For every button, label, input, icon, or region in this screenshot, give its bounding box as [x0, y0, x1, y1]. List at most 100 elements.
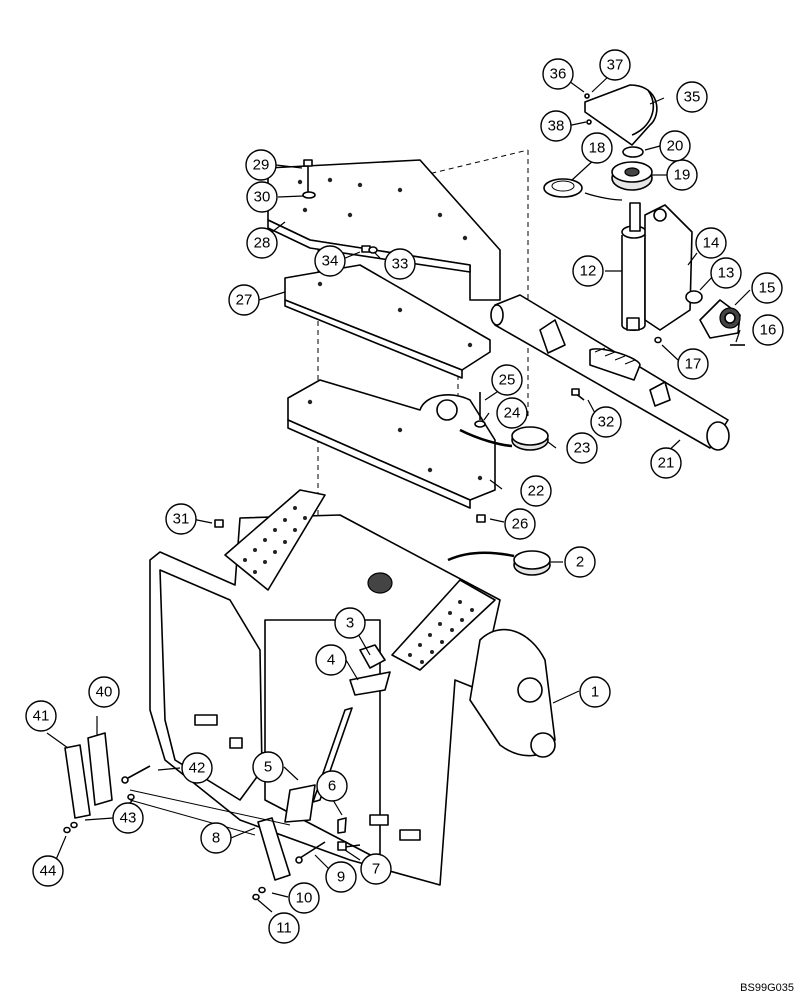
svg-text:33: 33 — [392, 256, 409, 273]
callout-9: 9 — [325, 861, 357, 893]
callout-27: 27 — [228, 284, 260, 316]
svg-text:22: 22 — [528, 483, 545, 500]
callout-24: 24 — [496, 397, 528, 429]
callout-3: 3 — [334, 607, 366, 639]
callout-36: 36 — [542, 58, 574, 90]
small-hardware — [63, 765, 326, 901]
callout-42: 42 — [181, 752, 213, 784]
svg-text:40: 40 — [96, 684, 113, 701]
svg-text:23: 23 — [574, 440, 591, 457]
svg-text:3: 3 — [346, 615, 354, 632]
svg-text:29: 29 — [253, 157, 270, 174]
gear-parts — [543, 146, 653, 201]
step-plates — [224, 489, 496, 671]
callout-35: 35 — [676, 81, 708, 113]
callout-40: 40 — [88, 676, 120, 708]
svg-text:32: 32 — [598, 414, 615, 431]
svg-text:24: 24 — [504, 405, 521, 422]
callout-28: 28 — [246, 227, 278, 259]
svg-text:41: 41 — [33, 708, 50, 725]
callout-7: 7 — [360, 853, 392, 885]
callout-30: 30 — [246, 181, 278, 213]
svg-text:37: 37 — [607, 57, 624, 74]
callout-19: 19 — [666, 159, 698, 191]
callout-4: 4 — [315, 644, 347, 676]
callout-16: 16 — [752, 314, 784, 346]
cover-35 — [584, 84, 658, 146]
svg-text:18: 18 — [589, 140, 606, 157]
svg-text:27: 27 — [236, 292, 253, 309]
callout-23: 23 — [566, 432, 598, 464]
fasteners — [214, 93, 745, 528]
callout-25: 25 — [491, 364, 523, 396]
callout-2: 2 — [564, 546, 596, 578]
svg-text:26: 26 — [512, 516, 529, 533]
callout-44: 44 — [32, 855, 64, 887]
callout-14: 14 — [695, 227, 727, 259]
callout-37: 37 — [599, 49, 631, 81]
housing-12 — [621, 202, 693, 332]
svg-text:17: 17 — [685, 356, 702, 373]
seals — [447, 426, 551, 576]
svg-text:44: 44 — [40, 863, 57, 880]
svg-text:6: 6 — [328, 778, 336, 795]
side-plates — [64, 732, 291, 881]
svg-text:20: 20 — [667, 138, 684, 155]
svg-text:14: 14 — [703, 235, 720, 252]
callout-8: 8 — [200, 822, 232, 854]
cylinder-21 — [490, 294, 730, 451]
callout-15: 15 — [751, 272, 783, 304]
svg-text:36: 36 — [550, 66, 567, 83]
callout-22: 22 — [520, 475, 552, 507]
callout-11: 11 — [268, 912, 300, 944]
callout-5: 5 — [252, 751, 284, 783]
callout-12: 12 — [572, 255, 604, 287]
svg-text:4: 4 — [327, 652, 335, 669]
svg-text:10: 10 — [296, 890, 313, 907]
drawing-id-label: BS99G035 — [740, 982, 794, 994]
svg-text:38: 38 — [548, 118, 565, 135]
svg-text:15: 15 — [759, 280, 776, 297]
callout-6: 6 — [316, 770, 348, 802]
svg-text:43: 43 — [120, 810, 137, 827]
callout-17: 17 — [677, 348, 709, 380]
svg-text:21: 21 — [658, 455, 675, 472]
svg-text:8: 8 — [212, 830, 220, 847]
svg-text:11: 11 — [276, 920, 292, 937]
svg-text:35: 35 — [684, 89, 701, 106]
svg-text:25: 25 — [499, 372, 516, 389]
callout-1: 1 — [579, 676, 611, 708]
svg-text:9: 9 — [337, 869, 345, 886]
callout-34: 34 — [314, 245, 346, 277]
callout-43: 43 — [112, 802, 144, 834]
svg-text:16: 16 — [760, 322, 777, 339]
svg-text:42: 42 — [189, 760, 206, 777]
plate-22 — [287, 379, 496, 509]
callout-29: 29 — [245, 149, 277, 181]
svg-text:28: 28 — [254, 235, 271, 252]
callout-21: 21 — [650, 447, 682, 479]
callout-26: 26 — [504, 508, 536, 540]
callout-20: 20 — [659, 130, 691, 162]
motor-parts — [685, 290, 741, 339]
callout-31: 31 — [165, 503, 197, 535]
svg-text:31: 31 — [173, 511, 190, 528]
svg-text:1: 1 — [591, 684, 599, 701]
svg-text:5: 5 — [264, 759, 272, 776]
svg-text:13: 13 — [718, 265, 735, 282]
plate-27 — [284, 264, 491, 379]
callout-10: 10 — [288, 882, 320, 914]
callout-13: 13 — [710, 257, 742, 289]
callout-32: 32 — [590, 406, 622, 438]
svg-text:34: 34 — [322, 253, 339, 270]
plate-28 — [267, 159, 501, 301]
svg-text:19: 19 — [674, 167, 691, 184]
svg-text:30: 30 — [254, 189, 271, 206]
callout-38: 38 — [540, 110, 572, 142]
svg-text:2: 2 — [576, 554, 584, 571]
svg-text:12: 12 — [580, 263, 597, 280]
callout-33: 33 — [384, 248, 416, 280]
main-frame-1 — [149, 514, 556, 886]
callout-18: 18 — [581, 132, 613, 164]
